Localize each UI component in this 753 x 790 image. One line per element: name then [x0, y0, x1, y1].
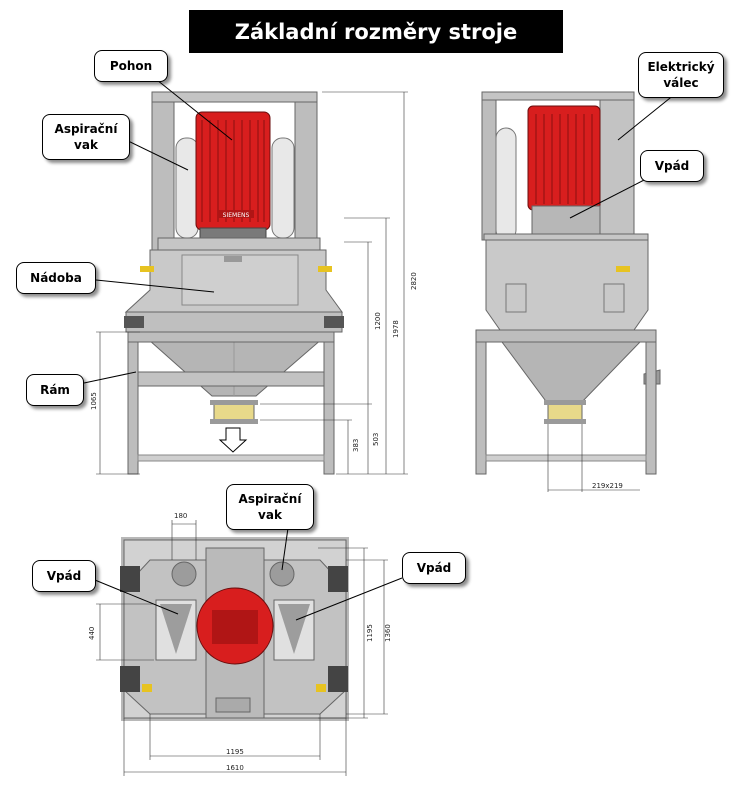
dim-2820: 2820	[410, 272, 418, 290]
dim-1195-horizontal: 1195	[226, 748, 244, 756]
dim-180: 180	[174, 512, 187, 520]
callout-vpad-left-text: Vpád	[46, 569, 82, 583]
callout-pohon-text: Pohon	[109, 59, 153, 73]
dim-1978: 1978	[392, 320, 400, 338]
callout-nadoba-text: Nádoba	[30, 271, 82, 285]
callout-vpad-side-text: Vpád	[654, 159, 690, 173]
callout-aspiracni-vak-top: Aspirační vak	[226, 484, 314, 530]
side-view	[475, 91, 661, 492]
dim-219x219: 219x219	[592, 482, 623, 490]
page-title: Základní rozměry stroje	[189, 10, 563, 53]
callout-elektricky-valec: Elektrický válec	[638, 52, 724, 98]
callout-aspiracni-vak-front-line1: Aspirační	[54, 122, 118, 136]
callout-vpad-right: Vpád	[402, 552, 466, 584]
callout-vpad-side: Vpád	[640, 150, 704, 182]
callout-elektricky-valec-line2: válec	[663, 76, 699, 90]
motor-front: SIEMENS	[195, 111, 271, 241]
callout-pohon: Pohon	[94, 50, 168, 82]
callout-nadoba: Nádoba	[16, 262, 96, 294]
leader-lines	[83, 79, 681, 621]
motor-brand-label: SIEMENS	[223, 212, 250, 219]
dim-1610: 1610	[226, 764, 244, 772]
motor-side	[527, 105, 601, 211]
callout-elektricky-valec-line1: Elektrický	[647, 60, 715, 74]
callout-ram-text: Rám	[40, 383, 70, 397]
callout-aspiracni-vak-top-line2: vak	[258, 508, 282, 522]
callout-aspiracni-vak-top-line1: Aspirační	[238, 492, 302, 506]
callout-vpad-left: Vpád	[32, 560, 96, 592]
callout-ram: Rám	[26, 374, 84, 406]
dim-440: 440	[88, 627, 96, 640]
callout-aspiracni-vak-front: Aspirační vak	[42, 114, 130, 160]
callout-aspiracni-vak-front-line2: vak	[74, 138, 98, 152]
dim-383: 383	[352, 439, 360, 452]
dim-1195-vertical: 1195	[366, 624, 374, 642]
dim-1200: 1200	[374, 312, 382, 330]
callout-vpad-right-text: Vpád	[416, 561, 452, 575]
dim-503: 503	[372, 433, 380, 446]
dim-1360: 1360	[384, 624, 392, 642]
front-view: SIEMENS	[96, 91, 408, 475]
top-view	[96, 520, 388, 776]
dim-1065: 1065	[90, 392, 98, 410]
